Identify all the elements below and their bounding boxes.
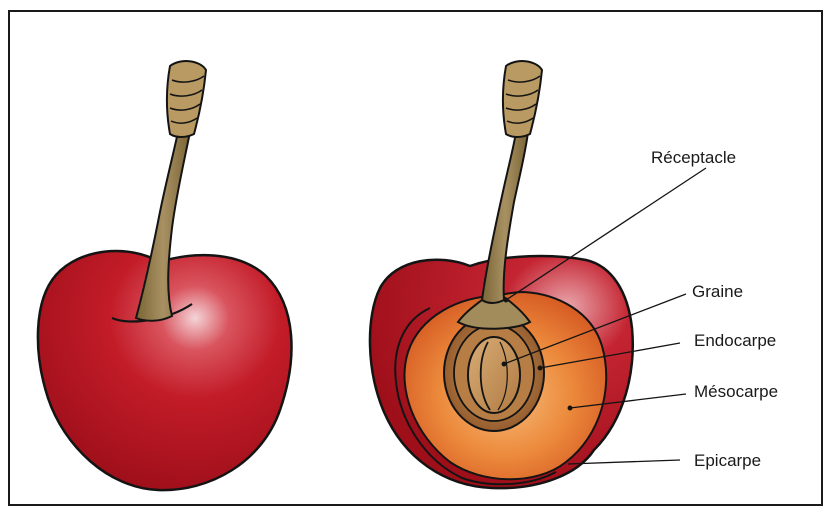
cut-cherry-stem-tip bbox=[503, 61, 542, 137]
label-endocarp: Endocarpe bbox=[694, 332, 776, 349]
label-seed: Graine bbox=[692, 283, 743, 300]
whole-cherry-stem-tip bbox=[167, 61, 206, 137]
whole-cherry bbox=[38, 61, 292, 490]
seed bbox=[468, 337, 520, 413]
cut-cherry bbox=[370, 61, 633, 488]
label-epicarp: Epicarpe bbox=[694, 452, 761, 469]
label-mesocarp: Mésocarpe bbox=[694, 383, 778, 400]
label-receptacle: Réceptacle bbox=[651, 149, 736, 166]
